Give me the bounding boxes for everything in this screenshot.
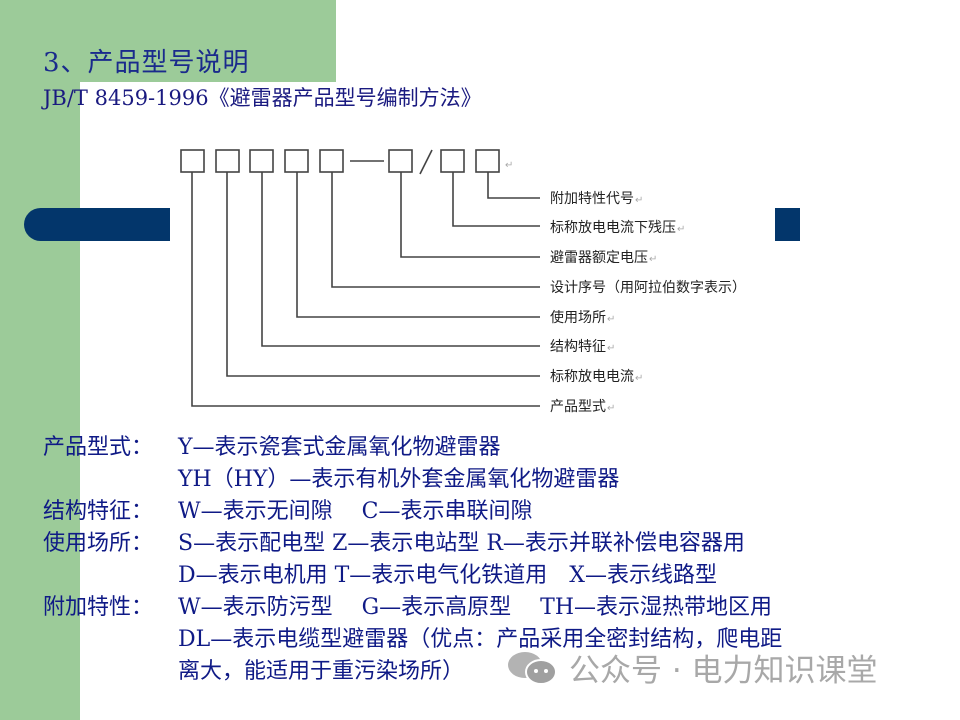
- desc-text-product-type-2: YH（HY）—表示有机外套金属氧化物避雷器: [178, 467, 620, 492]
- desc-text-additional-2: DL—表示电缆型避雷器（优点：产品采用全密封结构，爬电距: [178, 627, 783, 652]
- return-mark-icon: ↵: [505, 160, 514, 171]
- desc-text-product-type: Y—表示瓷套式金属氧化物避雷器: [178, 435, 501, 460]
- desc-text-structure: W—表示无间隙 C—表示串联间隙: [178, 499, 533, 524]
- desc-label-additional: 附加特性：: [43, 595, 154, 620]
- label-nominal-discharge-current: 标称放电电流↵: [550, 369, 644, 385]
- standard-reference: JB/T 8459-1996《避雷器产品型号编制方法》: [43, 86, 482, 110]
- label-usage-location: 使用场所↵: [550, 310, 616, 326]
- return-mark-icon: ↵: [649, 254, 658, 265]
- desc-text-additional-3: 离大，能适用于重污染场所）: [178, 659, 465, 684]
- green-side-band: [0, 0, 80, 720]
- label-residual-voltage: 标称放电电流下残压↵: [550, 220, 686, 236]
- desc-label-usage: 使用场所：: [43, 531, 154, 556]
- return-mark-icon: ↵: [607, 343, 616, 354]
- return-mark-icon: ↵: [677, 224, 686, 235]
- return-mark-icon: ↵: [635, 195, 644, 206]
- label-additional-feature-code: 附加特性代号↵: [550, 191, 644, 207]
- wechat-icon: [508, 651, 557, 685]
- watermark: 公众号 · 电力知识课堂: [505, 645, 878, 690]
- slide-title: 3、产品型号说明: [43, 48, 250, 78]
- label-structure-feature: 结构特征↵: [550, 339, 616, 355]
- label-design-serial: 设计序号（用阿拉伯数字表示）: [550, 280, 746, 296]
- label-rated-voltage: 避雷器额定电压↵: [550, 250, 658, 266]
- return-mark-icon: ↵: [635, 373, 644, 384]
- desc-label-product-type: 产品型式：: [43, 435, 154, 460]
- desc-text-additional: W—表示防污型 G—表示高原型 TH—表示湿热带地区用: [178, 595, 773, 620]
- navy-accent-bar-left: [24, 208, 170, 241]
- desc-text-usage: S—表示配电型 Z—表示电站型 R—表示并联补偿电容器用: [178, 531, 745, 556]
- label-product-type: 产品型式↵: [550, 399, 616, 415]
- desc-label-structure: 结构特征：: [43, 499, 154, 524]
- return-mark-icon: ↵: [607, 314, 616, 325]
- navy-accent-bar-right: [775, 208, 800, 241]
- return-mark-icon: ↵: [607, 403, 616, 414]
- desc-text-usage-2: D—表示电机用 T—表示电气化铁道用 X—表示线路型: [178, 563, 717, 588]
- watermark-text: 公众号 · 电力知识课堂: [569, 653, 878, 689]
